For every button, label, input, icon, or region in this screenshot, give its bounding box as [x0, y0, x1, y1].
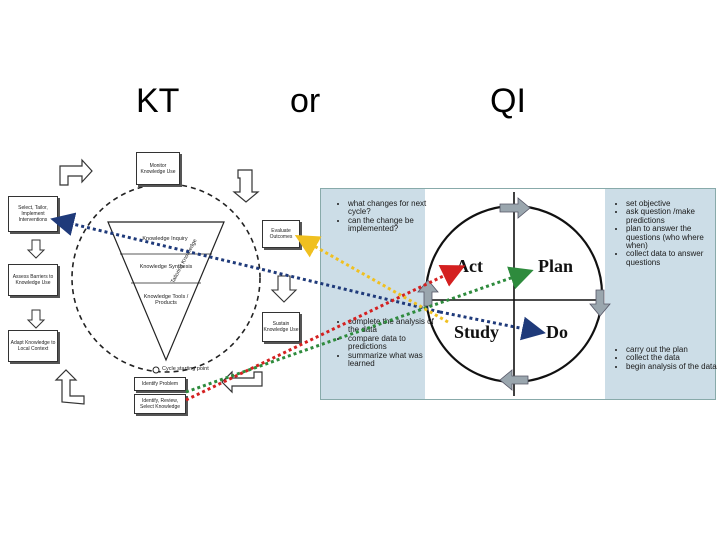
- plan-items-list: set objective ask question /make predict…: [616, 199, 718, 267]
- funnel-inquiry-label: Knowledge Inquiry: [142, 236, 188, 242]
- arrow-up-outline-icon: [54, 369, 85, 405]
- knowledge-funnel: [107, 221, 225, 362]
- arrow-down-small-icon: [270, 275, 298, 303]
- box-identify-review: Identify, Review, Select Knowledge: [134, 394, 186, 414]
- do-items-list: carry out the plan collect the data begi…: [616, 345, 718, 371]
- pdsa-act-label: Act: [456, 256, 483, 276]
- arrow-down-left-icon: [26, 309, 46, 329]
- arrow-down-left2-icon: [26, 239, 46, 259]
- pdsa-arrow-right-icon: [589, 289, 611, 317]
- title-or: or: [290, 82, 321, 120]
- title-kt: KT: [136, 82, 180, 120]
- study-item: summarize what was learned: [348, 351, 436, 369]
- do-item: collect the data: [626, 353, 718, 362]
- arrow-right-outline-icon: [59, 158, 93, 186]
- plan-item: set objective: [626, 199, 718, 208]
- funnel-tools-label: Knowledge Tools / Products: [143, 294, 189, 306]
- plan-item: collect data to answer questions: [626, 250, 718, 267]
- mapping-arrow-green: [185, 266, 534, 394]
- act-item: can the change be implemented?: [348, 216, 436, 234]
- pdsa-plan-label: Plan: [538, 256, 573, 276]
- cycle-start-label: Cycle starting point: [162, 366, 209, 372]
- act-items-list: what changes for next cycle? can the cha…: [338, 199, 436, 234]
- study-item: compare data to predictions: [348, 334, 436, 352]
- title-qi: QI: [490, 82, 526, 120]
- box-evaluate: Evaluate Outcomes: [262, 220, 300, 248]
- pdsa-arrow-top-icon: [499, 197, 531, 219]
- funnel-synthesis-label: Knowledge Synthesis: [139, 264, 193, 270]
- plan-item: plan to answer the questions (who where …: [626, 224, 718, 250]
- do-item: carry out the plan: [626, 345, 718, 354]
- pdsa-white-area: [425, 189, 605, 399]
- mapping-arrow-navy-left: [50, 212, 441, 314]
- do-item: begin analysis of the data: [626, 362, 718, 371]
- box-sustain: Sustain Knowledge Use: [262, 312, 300, 342]
- mapping-arrow-red: [185, 265, 466, 402]
- act-item: what changes for next cycle?: [348, 199, 436, 217]
- plan-item: ask question /make predictions: [626, 208, 718, 225]
- box-identify-problem: Identify Problem: [134, 377, 186, 391]
- box-select: Select, Tailor, Implement Interventions: [8, 196, 58, 232]
- pdsa-do-label: Do: [546, 322, 568, 342]
- arrow-down-outline-icon: [232, 169, 260, 203]
- pdsa-arrow-left-icon: [417, 279, 439, 307]
- mapping-arrow-yellow: [294, 235, 449, 324]
- box-monitor: Monitor Knowledge Use: [136, 152, 180, 185]
- box-assess: Assess Barriers to Knowledge Use: [8, 264, 58, 296]
- cycle-start-icon: [152, 366, 160, 374]
- pdsa-arrow-bottom-icon: [499, 369, 529, 391]
- mapping-arrow-navy-right: [439, 310, 546, 341]
- box-adapt: Adapt Knowledge to Local Context: [8, 330, 58, 362]
- pdsa-panel: [320, 188, 716, 400]
- pdsa-study-label: Study: [454, 322, 499, 342]
